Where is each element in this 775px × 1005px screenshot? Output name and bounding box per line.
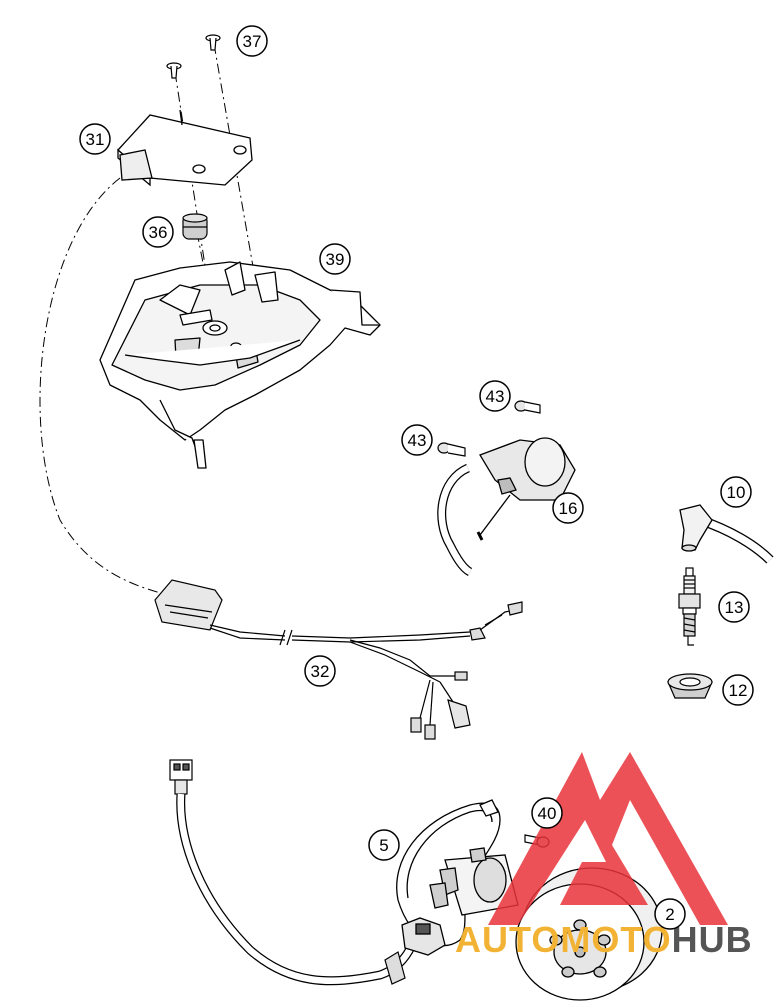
callout-40: 40 [531,797,563,829]
callout-label: 43 [408,431,427,450]
callout-2: 2 [654,898,686,930]
watermark-text: AUTOMOTOHUB [455,919,753,960]
callout-37: 37 [236,25,268,57]
callout-label: 10 [727,483,746,502]
bolt-43-right [514,400,541,414]
bolt-43-left [437,442,466,457]
stator-plate [396,799,519,956]
callout-10: 10 [720,476,752,508]
callout-label: 5 [379,836,388,855]
spark-plug [678,567,701,646]
wiring-harness [154,579,523,740]
screw-pair [166,34,221,79]
pickup-cable [169,759,417,986]
callout-label: 43 [486,387,505,406]
callout-label: 36 [149,223,168,242]
callout-label: 40 [538,804,557,823]
callout-43-top: 43 [479,380,511,412]
callout-12: 12 [722,674,754,706]
callout-label: 12 [729,681,748,700]
spark-plug-cap [679,504,774,564]
callout-label: 13 [725,598,744,617]
grommet [182,213,208,240]
callout-label: 2 [665,905,674,924]
callout-31: 31 [79,123,111,155]
callout-16: 16 [552,492,584,524]
watermark-logo-icon [488,752,728,925]
callout-13: 13 [718,591,750,623]
callout-32: 32 [304,655,336,687]
callout-label: 37 [243,32,262,51]
ecu-unit [117,109,253,187]
callout-43-left: 43 [401,424,433,456]
sealing-ring [667,673,713,699]
ignition-coil [437,437,576,577]
callout-label: 32 [311,662,330,681]
callout-36: 36 [142,216,174,248]
mounting-bracket [99,261,381,469]
callout-label: 31 [86,130,105,149]
callout-5: 5 [368,829,400,861]
callout-label: 39 [326,250,345,269]
callout-label: 16 [559,499,578,518]
callout-39: 39 [319,243,351,275]
